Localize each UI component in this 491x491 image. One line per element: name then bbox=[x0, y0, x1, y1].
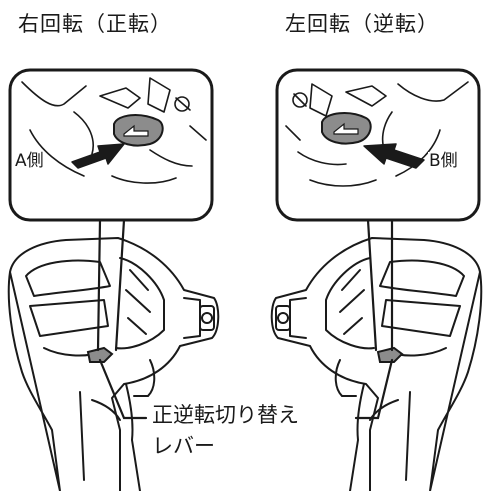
right-drill-illustration bbox=[270, 237, 483, 491]
left-drill-illustration bbox=[7, 237, 220, 491]
callout-lever-name-line1: 正逆転切り替え bbox=[148, 405, 303, 426]
title-left-rotation: 左回転（逆転） bbox=[285, 12, 439, 36]
callout-lever-name-line2: レバー bbox=[148, 436, 219, 457]
left-zoom-detail bbox=[21, 77, 207, 184]
arrow-right-icon bbox=[71, 143, 125, 169]
left-drill-lever bbox=[86, 346, 114, 363]
right-zoom-lever-mark bbox=[333, 122, 359, 135]
arrow-left-icon bbox=[363, 143, 425, 169]
right-zoom-lever bbox=[321, 112, 372, 145]
connector-lines bbox=[96, 218, 394, 420]
side-label-a: A側 bbox=[14, 151, 45, 171]
title-right-rotation: 右回転（正転） bbox=[18, 12, 172, 36]
side-label-b: B側 bbox=[428, 151, 459, 171]
left-zoom-lever-mark bbox=[123, 124, 149, 137]
left-zoom-lever bbox=[113, 114, 164, 147]
right-zoom-detail bbox=[285, 81, 469, 187]
right-drill-lever bbox=[376, 346, 404, 363]
